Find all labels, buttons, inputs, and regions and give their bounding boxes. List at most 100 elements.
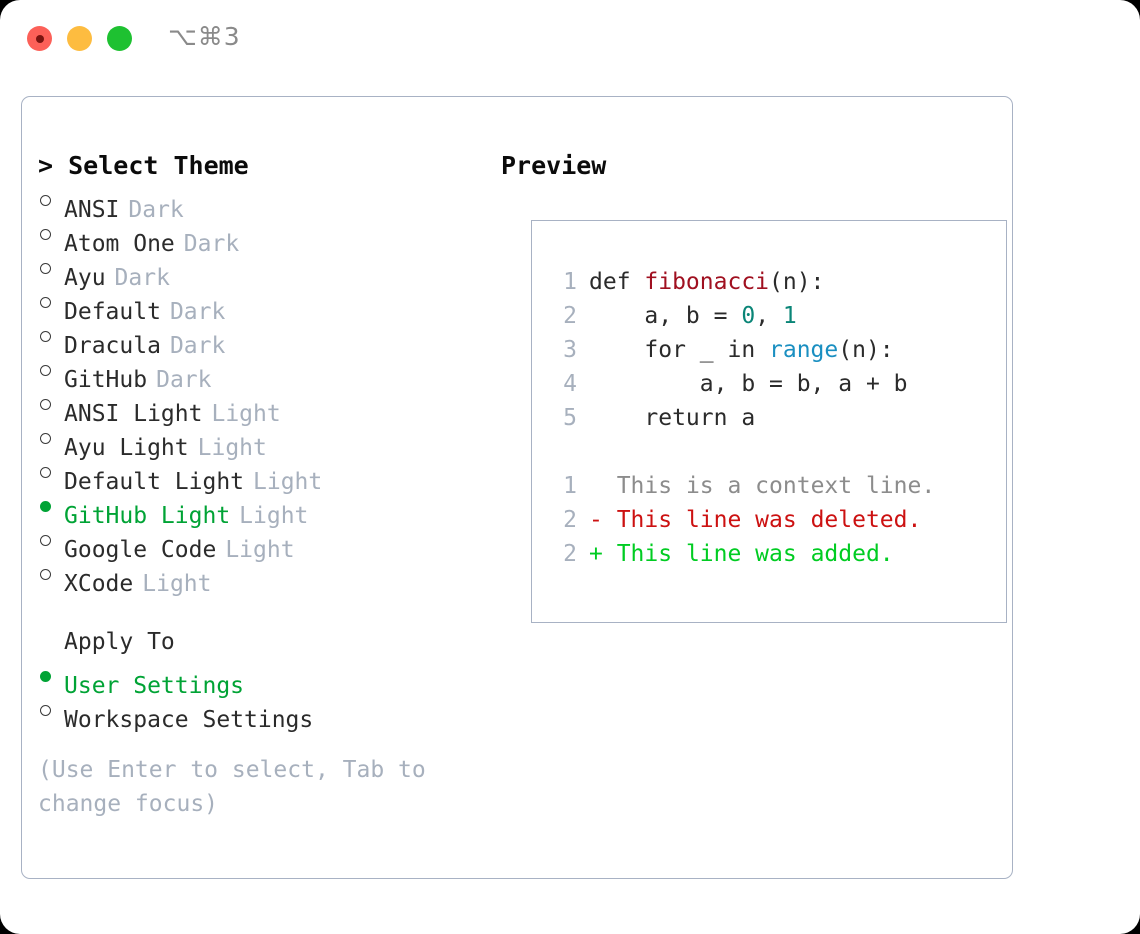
code-token: 1 xyxy=(782,303,797,329)
theme-variant-label: Light xyxy=(142,571,212,597)
diff-line: 2+ This line was added. xyxy=(550,537,1006,571)
code-token: 0 xyxy=(741,303,756,329)
radio-unselected-icon xyxy=(38,557,64,591)
code-token: a, b = xyxy=(589,303,742,329)
keyboard-hint: (Use Enter to select, Tab to change focu… xyxy=(38,757,426,817)
theme-list-item[interactable]: Ayu Light Light xyxy=(38,421,498,461)
radio-unselected-icon xyxy=(38,183,64,217)
radio-unselected-icon xyxy=(38,217,64,251)
theme-variant-label: Light xyxy=(197,435,267,461)
radio-unselected-icon xyxy=(38,251,64,285)
diff-line-number: 2 xyxy=(563,507,577,533)
theme-variant-label: Dark xyxy=(169,299,226,325)
close-window-icon[interactable] xyxy=(27,26,52,51)
diff-line-number: 1 xyxy=(563,473,577,499)
code-line: 3 for _ in range(n): xyxy=(550,333,1006,367)
apply-to-option[interactable]: Workspace Settings xyxy=(38,693,498,733)
apply-to-option[interactable]: User Settings xyxy=(38,659,498,699)
page-title: > Select Theme xyxy=(38,149,498,183)
code-line-number: 3 xyxy=(563,337,577,363)
code-line-number: 2 xyxy=(563,303,577,329)
diff-text: This line was added. xyxy=(616,541,894,567)
theme-variant-label: Dark xyxy=(156,367,212,393)
theme-list-item[interactable]: Default Dark xyxy=(38,285,498,325)
radio-unselected-icon xyxy=(38,319,64,353)
code-token: , xyxy=(755,303,783,329)
code-line: 5 return a xyxy=(550,401,1006,435)
diff-line: 2- This line was deleted. xyxy=(550,503,1006,537)
theme-name-label: GitHub Light xyxy=(64,503,231,529)
theme-variant-label: Light xyxy=(253,469,323,495)
code-token: range xyxy=(769,337,839,363)
prompt-caret: > xyxy=(38,151,69,180)
diff-line-number: 2 xyxy=(563,541,577,567)
theme-list-item[interactable]: GitHub Light Light xyxy=(38,489,498,529)
diff-marker xyxy=(589,469,617,503)
code-diff-separator xyxy=(550,435,1006,469)
theme-name-label: Atom One xyxy=(64,231,175,257)
apply-to-label: User Settings xyxy=(64,673,245,699)
code-line-number: 1 xyxy=(563,269,577,295)
radio-selected-icon xyxy=(38,489,64,523)
radio-unselected-icon xyxy=(38,693,64,727)
theme-list-item[interactable]: ANSI Dark xyxy=(38,183,498,223)
theme-list-item[interactable]: Google Code Light xyxy=(38,523,498,563)
theme-list-item[interactable]: XCode Light xyxy=(38,557,498,597)
diff-text: This is a context line. xyxy=(616,473,936,499)
code-token: (n): xyxy=(838,337,894,363)
theme-name-label: GitHub xyxy=(64,367,148,393)
diff-line: 1 This is a context line. xyxy=(550,469,1006,503)
code-line: 2 a, b = 0, 1 xyxy=(550,299,1006,333)
theme-name-label: ANSI Light xyxy=(64,401,203,427)
radio-unselected-icon xyxy=(38,387,64,421)
theme-name-label: Ayu Light xyxy=(64,435,189,461)
minimize-window-icon[interactable] xyxy=(67,26,92,51)
theme-list-item[interactable]: Atom One Dark xyxy=(38,217,498,257)
page-title-text: Select Theme xyxy=(68,151,249,180)
theme-variant-label: Dark xyxy=(128,197,184,223)
maximize-window-icon[interactable] xyxy=(107,26,132,51)
radio-unselected-icon xyxy=(38,455,64,489)
code-token: (n): xyxy=(769,269,825,295)
radio-selected-icon xyxy=(38,659,64,693)
diff-text: This line was deleted. xyxy=(616,507,922,533)
apply-to-label: Workspace Settings xyxy=(64,707,314,733)
preview-title: Preview xyxy=(501,151,607,180)
keyboard-shortcut-label: ⌥⌘3 xyxy=(168,22,241,51)
radio-unselected-icon xyxy=(38,523,64,557)
theme-variant-label: Dark xyxy=(183,231,240,257)
code-line: 4 a, b = b, a + b xyxy=(550,367,1006,401)
code-line-number: 4 xyxy=(563,371,577,397)
diff-marker: - xyxy=(589,507,617,533)
theme-variant-label: Light xyxy=(225,537,295,563)
theme-name-label: Default xyxy=(64,299,161,325)
radio-unselected-icon xyxy=(38,421,64,455)
code-token: return a xyxy=(589,405,756,431)
code-line-number: 5 xyxy=(563,405,577,431)
radio-unselected-icon xyxy=(38,353,64,387)
theme-name-label: Dracula xyxy=(64,333,161,359)
theme-name-label: XCode xyxy=(64,571,134,597)
theme-list-item[interactable]: GitHub Dark xyxy=(38,353,498,393)
theme-name-label: ANSI xyxy=(64,197,120,223)
traffic-light-controls xyxy=(27,26,132,51)
apply-to-header: Apply To xyxy=(64,629,175,655)
code-token: fibonacci xyxy=(644,269,770,295)
title-bar: ⌥⌘3 xyxy=(0,0,1140,78)
code-token: a, b = b, a + b xyxy=(589,371,908,397)
theme-variant-label: Light xyxy=(239,503,309,529)
code-token: for _ in xyxy=(589,337,770,363)
theme-name-label: Google Code xyxy=(64,537,217,563)
